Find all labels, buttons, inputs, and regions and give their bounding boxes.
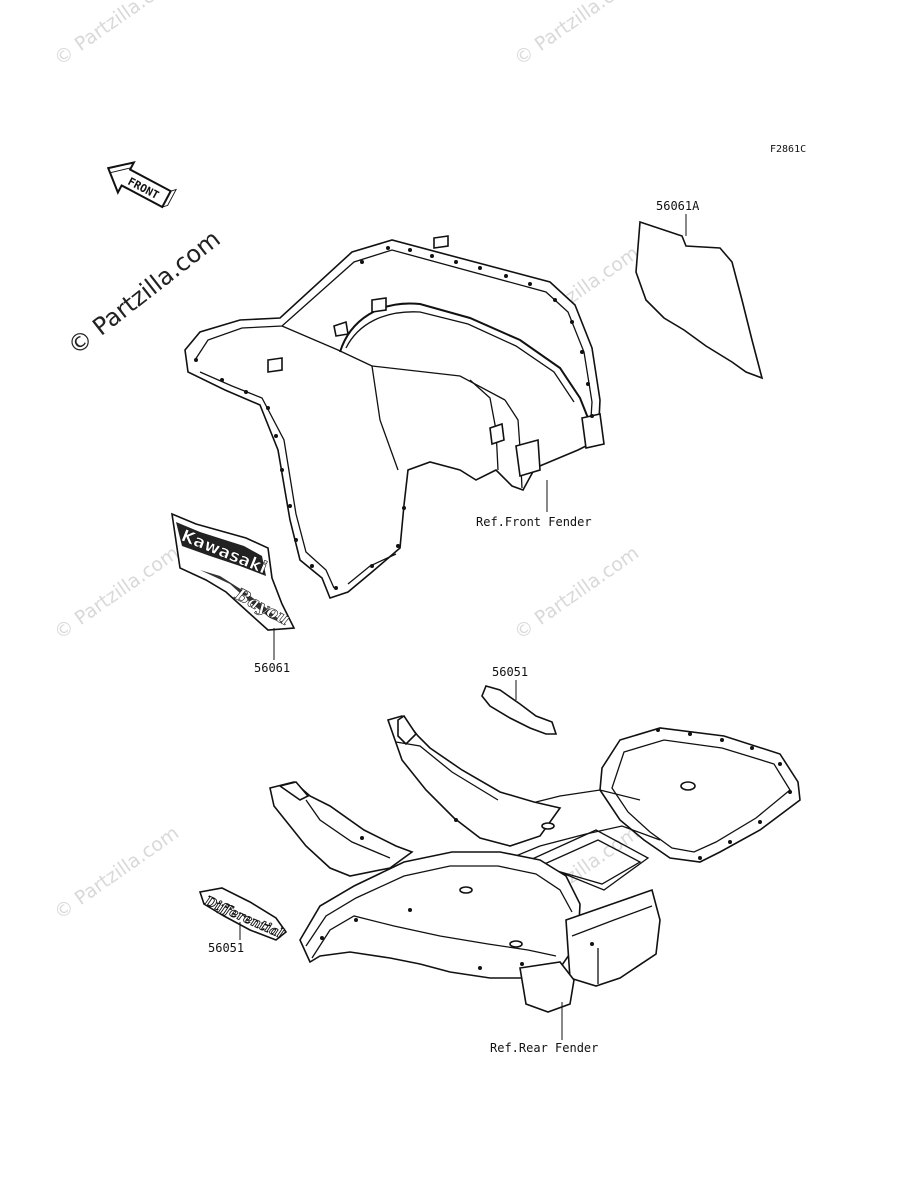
watermark-text: © Partzilla.com	[510, 542, 643, 644]
front-arrow-icon: FRONT	[106, 161, 178, 209]
watermark-text: © Partzilla.com	[50, 0, 183, 70]
decal-56061: Kawasaki Bayou 56061	[171, 512, 296, 675]
front-fender: Ref.Front Fender	[184, 235, 605, 599]
label-ref-front-fender: Ref.Front Fender	[476, 515, 592, 529]
decal-56051-strip: 56051	[481, 665, 558, 735]
label-56061: 56061	[254, 661, 290, 675]
label-56051-left: 56051	[208, 941, 244, 955]
watermark-text: © Partzilla.com	[50, 542, 183, 644]
decal-56051-differential: Differential 56051	[198, 887, 288, 955]
rear-fender: Ref.Rear Fender	[269, 714, 801, 1055]
watermark-text: © Partzilla.com	[50, 822, 183, 924]
label-ref-rear-fender: Ref.Rear Fender	[490, 1041, 598, 1055]
label-56051-right: 56051	[492, 665, 528, 679]
figure-code: F2861C	[770, 144, 806, 155]
decal-56061A: 56061A	[635, 199, 764, 380]
watermark-text: © Partzilla.com	[510, 0, 643, 70]
label-56061A: 56061A	[656, 199, 700, 213]
